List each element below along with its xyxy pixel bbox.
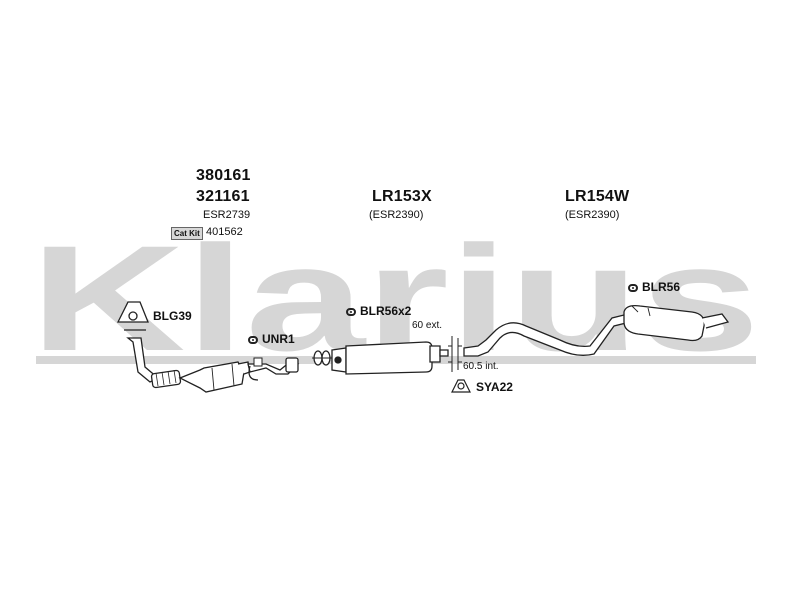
part-label-unr1-wrap: UNR1: [248, 333, 295, 345]
front-esr: ESR2739: [203, 209, 251, 221]
part-label-blr56-wrap: BLR56: [628, 281, 680, 293]
centre-silencer-drawing: [331, 341, 449, 375]
front-pipe-flange-drawing: [116, 301, 149, 331]
part-label-blr56x2: BLR56x2: [360, 304, 412, 318]
middle-esr: (ESR2390): [369, 209, 424, 221]
part-label-blr56x2-wrap: BLR56x2: [346, 305, 411, 317]
rubber-mount-icon: [346, 307, 356, 316]
front-code-top: 380161: [196, 167, 251, 184]
sya22-clamp-drawing: [451, 379, 471, 393]
dimension-int: 60.5 int.: [463, 361, 499, 372]
part-label-sya22: SYA22: [476, 380, 513, 394]
front-code-bottom: 321161: [196, 188, 250, 205]
front-pipe-drawing: [126, 337, 182, 389]
cat-kit-badge: Cat Kit: [171, 227, 203, 240]
dimension-markers: [448, 336, 462, 372]
part-label-unr1: UNR1: [262, 332, 295, 346]
rear-esr: (ESR2390): [565, 209, 620, 221]
intermediate-pipe-drawing: [247, 357, 300, 381]
dimension-ext: 60 ext.: [412, 320, 443, 331]
rubber-mount-icon: [628, 283, 638, 292]
part-label-blr56: BLR56: [642, 280, 681, 294]
middle-code: LR153X: [372, 188, 432, 205]
rubber-mount-icon: [248, 335, 258, 344]
rear-code: LR154W: [565, 188, 630, 205]
coupler-drawing: [312, 350, 332, 366]
part-label-blg39: BLG39: [153, 309, 192, 323]
cat-kit-code: 401562: [206, 226, 243, 238]
catalytic-converter-drawing: [178, 361, 251, 393]
rear-section-drawing: [463, 304, 730, 357]
